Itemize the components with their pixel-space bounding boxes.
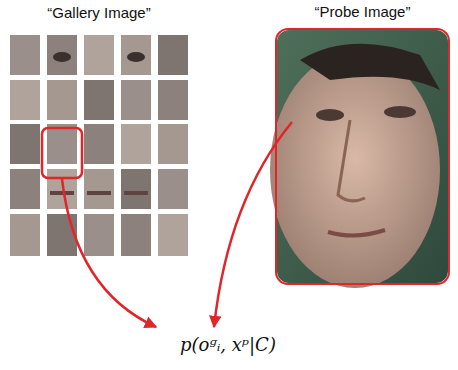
face-patch xyxy=(47,214,77,256)
face-patch xyxy=(47,80,77,120)
image-heading: “Probe Image” xyxy=(247,3,458,20)
face-patch xyxy=(47,124,77,164)
highlight-frame xyxy=(42,128,82,178)
face-patch xyxy=(158,80,188,120)
probe-image-panel: “Probe Image” xyxy=(275,28,450,285)
gallery-image-panel: “Gallery Image” xyxy=(8,31,190,258)
face-patch xyxy=(10,80,40,120)
face-patch xyxy=(158,35,188,75)
face-patch xyxy=(84,124,114,164)
face-patch xyxy=(121,169,151,209)
face-patch xyxy=(10,169,40,209)
image-heading: “Gallery Image” xyxy=(0,4,220,21)
face-patch-grid xyxy=(10,35,188,256)
face-patch xyxy=(10,124,40,164)
leader-arrow xyxy=(214,122,292,327)
face-patch xyxy=(10,214,40,256)
face-patch xyxy=(158,124,188,164)
face-patch xyxy=(158,169,188,209)
probe-photo xyxy=(270,30,448,288)
face-patch xyxy=(121,124,151,164)
leader-arrow xyxy=(62,179,156,327)
face-patch xyxy=(47,169,77,209)
face-patch xyxy=(84,80,114,120)
face-patch xyxy=(10,35,40,75)
face-patch xyxy=(84,169,114,209)
face-patch xyxy=(121,35,151,75)
face-patch xyxy=(47,35,77,75)
face-patch xyxy=(84,214,114,256)
face-patch xyxy=(121,214,151,256)
face-patch xyxy=(158,214,188,256)
formula: p(oᵍᵢ, xᵖ|C) xyxy=(178,334,278,355)
face-patch xyxy=(84,35,114,75)
face-patch xyxy=(121,80,151,120)
